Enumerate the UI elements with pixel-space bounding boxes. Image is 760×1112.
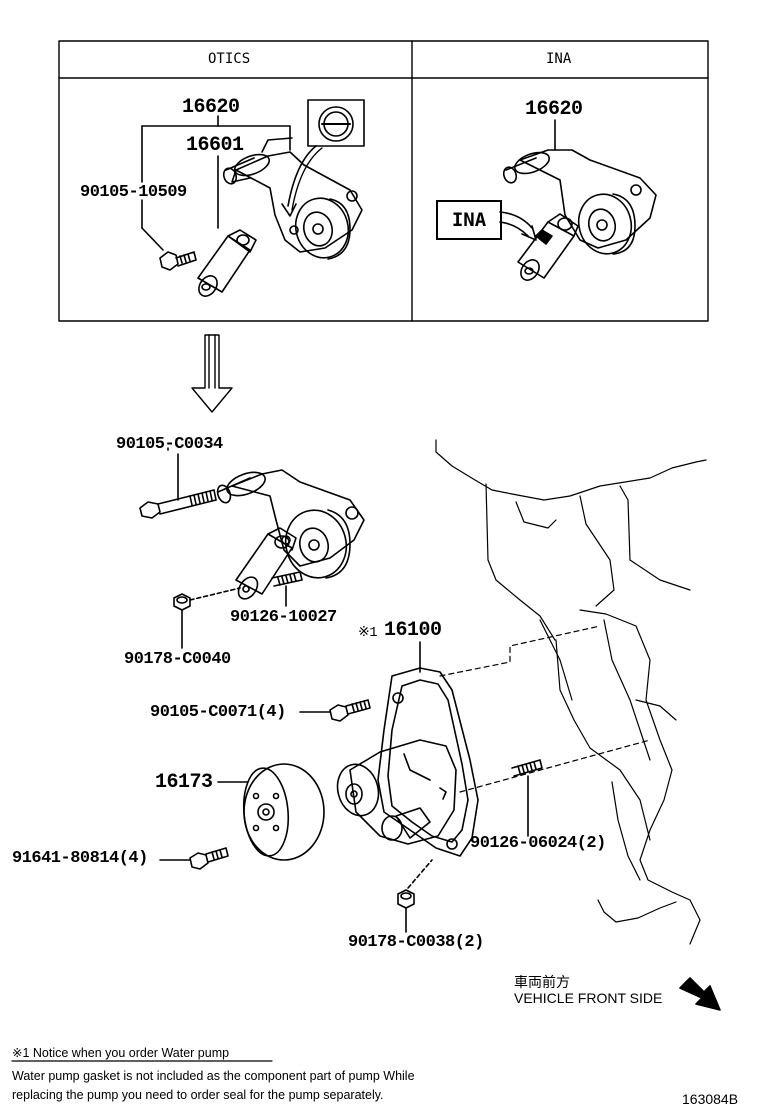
otics-bolt-label: 90105-10509	[80, 183, 187, 202]
nut-90178-C0040-label: 90178-C0040	[124, 650, 231, 669]
vehicle-front-jp-label: 車両前方	[514, 974, 570, 990]
water-pump-16100-label: 16100	[384, 619, 442, 642]
nut-90178-C0038-label: 90178-C0038(2)	[348, 933, 484, 952]
pulley-bolt-91641-80814-label: 91641-80814(4)	[12, 849, 148, 868]
water-pump-notice-mark: ※1	[358, 625, 378, 641]
ina-part-16620-label: 16620	[525, 98, 583, 121]
notice-title: ※1 Notice when you order Water pump	[12, 1046, 230, 1060]
ina-marking-box: INA	[436, 200, 502, 240]
notice-line-1: Water pump gasket is not included as the…	[12, 1069, 415, 1083]
stud-90126-06024-label: 90126-06024(2)	[470, 834, 606, 853]
assembly-arrow	[191, 334, 233, 413]
bolt-90105-C0071-label: 90105-C0071(4)	[150, 703, 286, 722]
variant-table-frame	[58, 40, 709, 322]
vehicle-front-arrow	[679, 977, 721, 1011]
engine-block-outline	[435, 439, 707, 945]
table-header-ina: INA	[546, 51, 572, 67]
bolt-90105-C0034-label: 90105-C0034	[116, 435, 223, 454]
pulley-16173-label: 16173	[155, 771, 213, 794]
vehicle-front-en-label: VEHICLE FRONT SIDE	[514, 990, 663, 1006]
notice-line-2: replacing the pump you need to order sea…	[12, 1088, 384, 1102]
label-leaders	[167, 447, 331, 713]
ina-tensioner-drawing	[499, 119, 657, 281]
stud-90126-10027-label: 90126-10027	[230, 608, 337, 627]
tensioner-assembly-drawing	[139, 453, 421, 673]
otics-part-16620-label: 16620	[182, 96, 240, 119]
pulley-drawing	[159, 763, 325, 870]
table-header-otics: OTICS	[208, 51, 251, 67]
diagram-code: 163084B	[682, 1091, 739, 1107]
water-pump-drawing	[329, 625, 651, 933]
otics-part-16601-label: 16601	[186, 134, 244, 157]
otics-tensioner-drawing	[141, 99, 365, 297]
